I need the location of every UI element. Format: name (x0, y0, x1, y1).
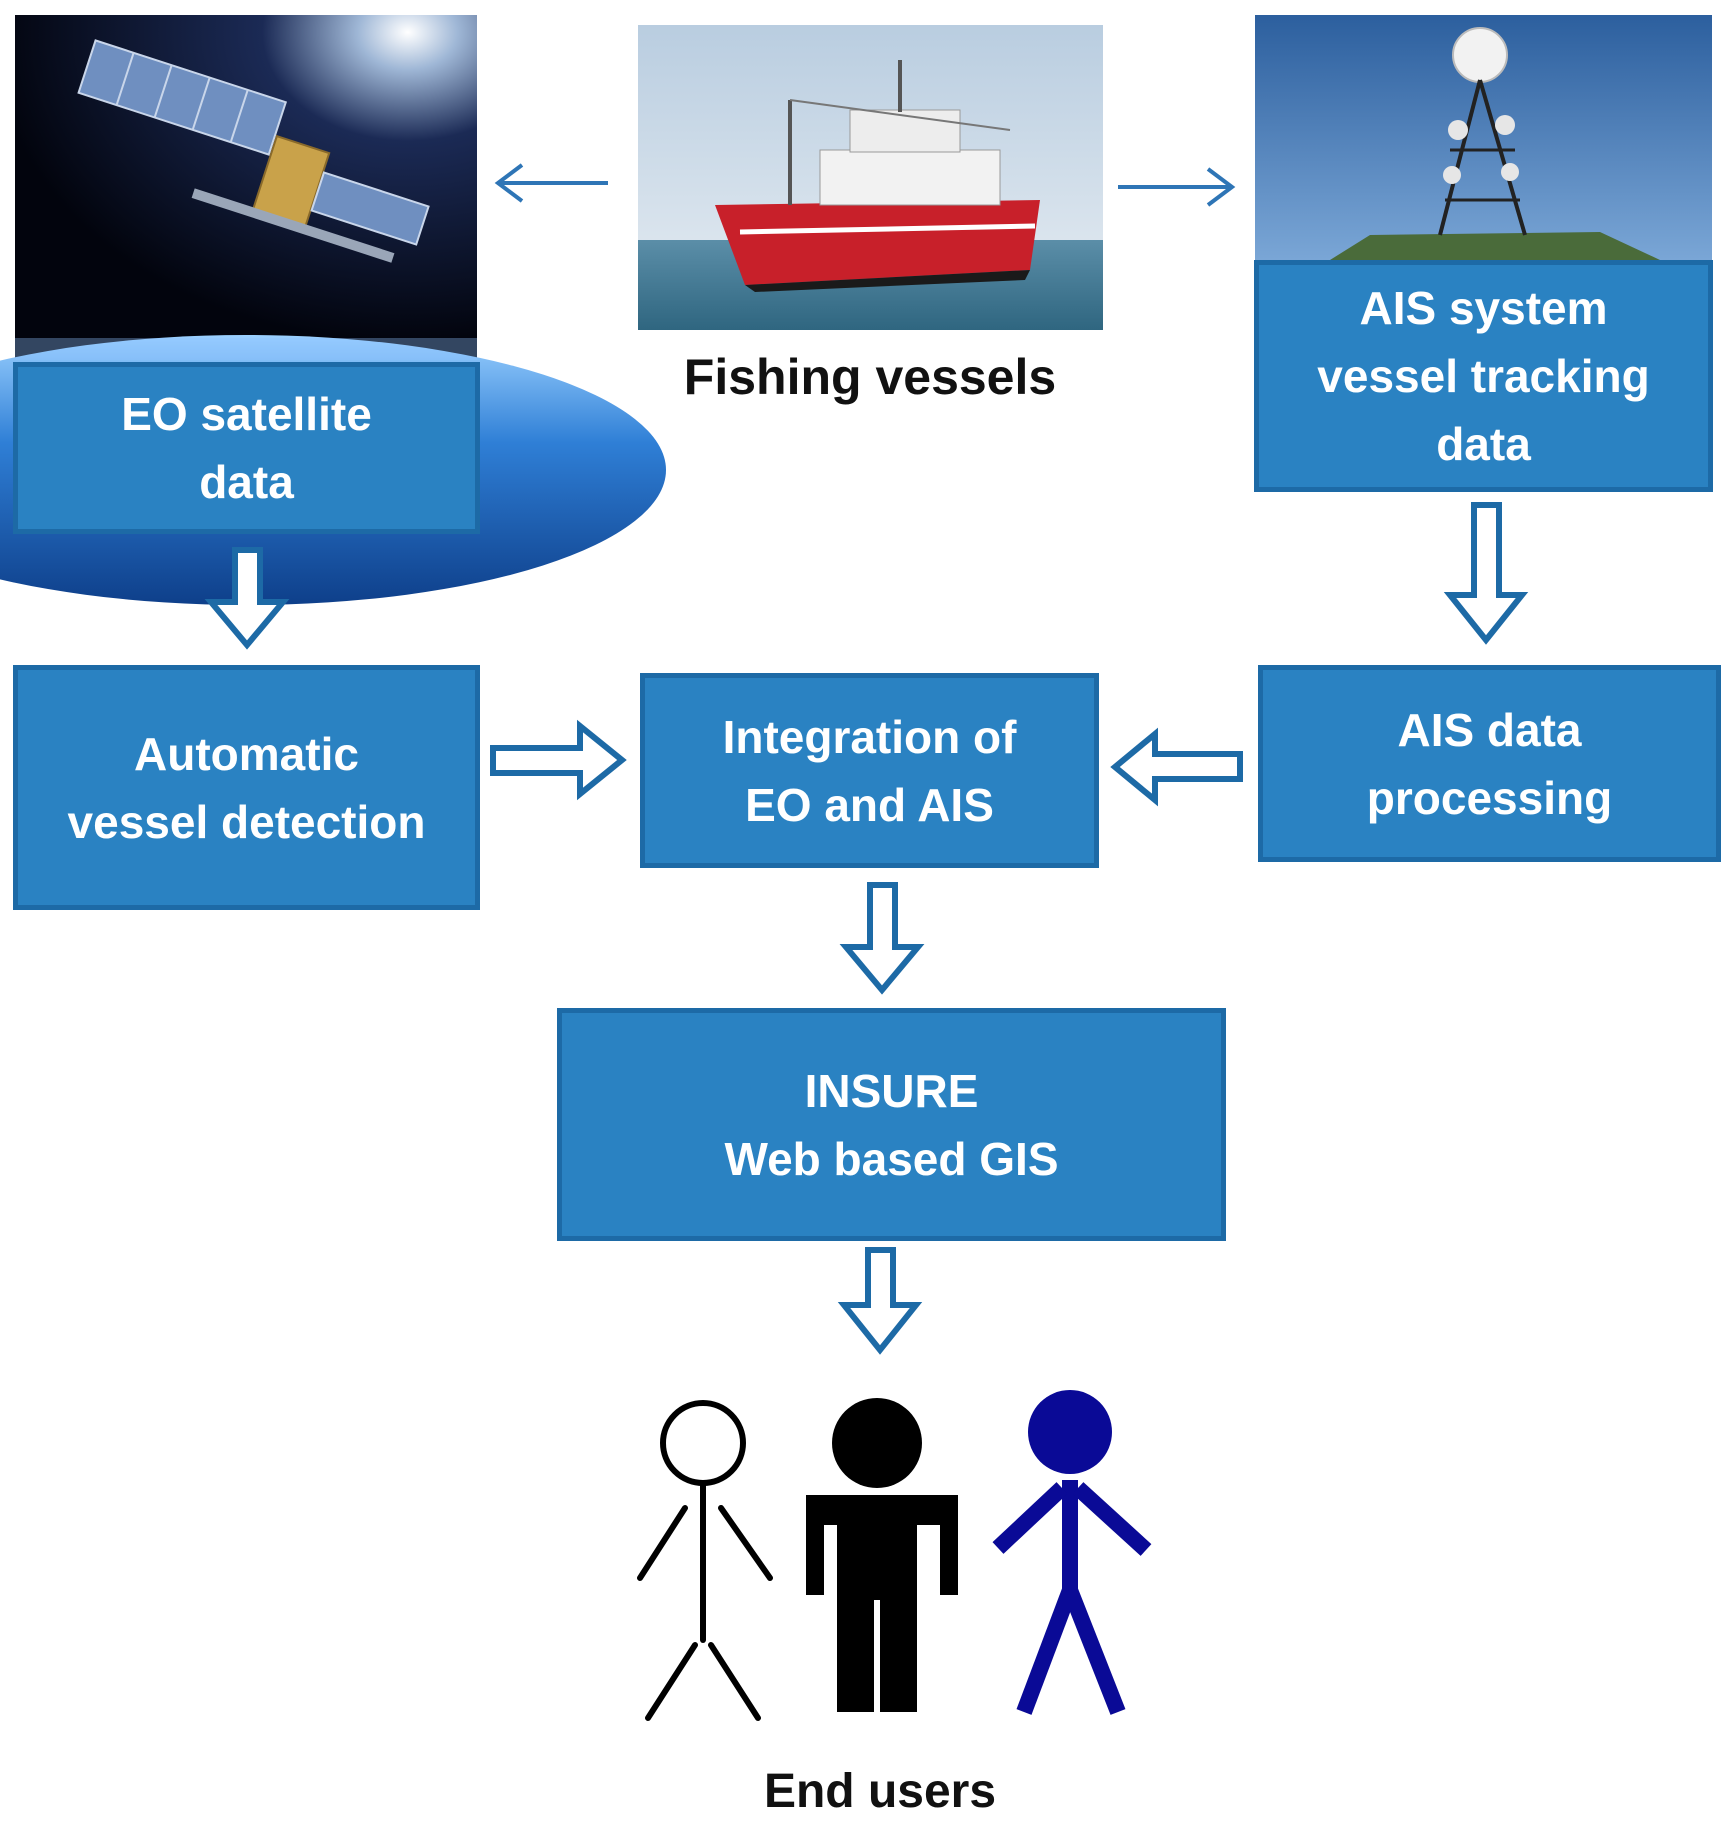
ais-processing-line-2: processing (1366, 771, 1613, 824)
eo-satellite-line-1: EO satellite (121, 388, 372, 440)
ais-station-photo (1255, 15, 1712, 260)
arrow-integration-to-insure (839, 882, 925, 995)
ais-data-processing-box: AIS data processing (1258, 665, 1721, 862)
insure-gis-box: INSURE Web based GIS (557, 1008, 1226, 1241)
ais-system-line-3: data (1436, 418, 1531, 470)
arrow-detection-to-integration (490, 719, 627, 801)
integration-line-2: EO and AIS (745, 778, 994, 831)
arrow-eo-to-detection (204, 547, 290, 650)
ais-system-box: AIS system vessel tracking data (1254, 260, 1713, 492)
user-solid-icon (806, 1398, 958, 1712)
automatic-vessel-detection-box: Automatic vessel detection (13, 665, 480, 910)
arrow-ais-to-processing (1443, 502, 1529, 645)
automatic-detection-line-1: Automatic (134, 727, 359, 780)
arrow-processing-to-integration (1110, 727, 1243, 807)
integration-line-1: Integration of (722, 710, 1017, 763)
end-users-label: End users (763, 1765, 997, 1818)
arrow-insure-to-users (837, 1247, 923, 1355)
ais-processing-line-1: AIS data (1397, 703, 1582, 756)
eo-satellite-data-box: EO satellite data (13, 362, 480, 534)
eo-satellite-line-2: data (199, 456, 294, 508)
ais-system-line-2: vessel tracking (1317, 350, 1650, 402)
integration-box: Integration of EO and AIS (640, 673, 1099, 868)
automatic-detection-line-2: vessel detection (67, 795, 426, 848)
fishing-vessels-label: Fishing vessels (683, 349, 1057, 405)
insure-line-2: Web based GIS (724, 1132, 1059, 1185)
insure-line-1: INSURE (804, 1064, 979, 1117)
user-blue-icon (992, 1390, 1152, 1715)
user-outline-icon (637, 1400, 773, 1721)
ais-system-line-1: AIS system (1359, 282, 1608, 334)
arrow-to-ais-station (1118, 167, 1236, 207)
fishing-vessel-photo (638, 25, 1103, 330)
arrow-to-satellite (494, 163, 608, 203)
